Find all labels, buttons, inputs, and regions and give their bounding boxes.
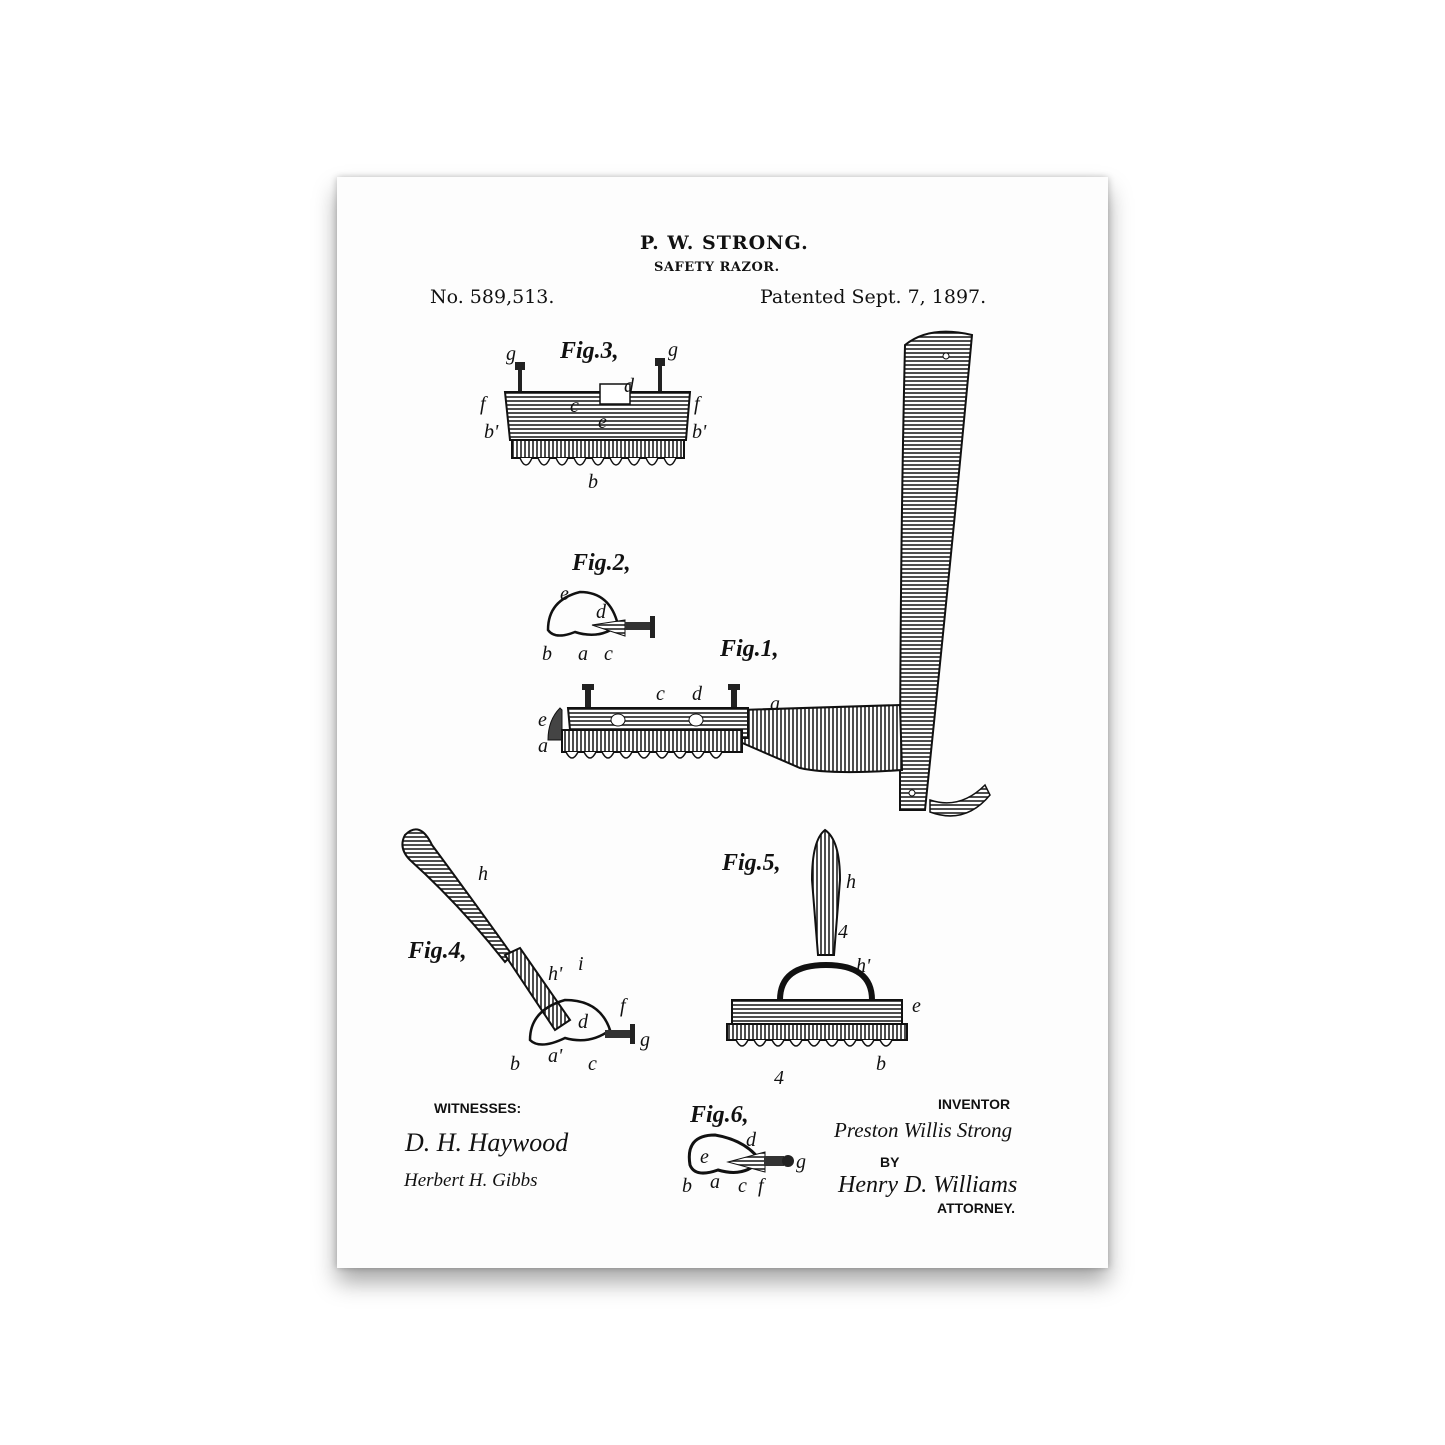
- part-label: d: [692, 683, 703, 705]
- part-label: c: [588, 1053, 597, 1075]
- part-label: e: [538, 709, 547, 731]
- fig2-label: Fig.2,: [571, 550, 631, 576]
- inventor-signature: Preston Willis Strong: [834, 1118, 1013, 1142]
- figure-3: Fig.3, g g d c f f b' b' e b: [480, 338, 707, 493]
- patent-title: SAFETY RAZOR.: [654, 260, 780, 275]
- part-label: a': [548, 1045, 563, 1067]
- by-label: BY: [880, 1154, 900, 1170]
- part-label: g: [506, 343, 516, 365]
- part-label: c: [738, 1175, 747, 1197]
- part-label: 4: [838, 921, 848, 943]
- part-label: c: [570, 395, 579, 417]
- part-label: d: [624, 375, 635, 397]
- part-label: h: [846, 871, 856, 893]
- inventor-heading: P. W. STRONG.: [640, 232, 809, 254]
- part-label: a: [578, 643, 588, 665]
- fig1-label: Fig.1,: [719, 636, 779, 662]
- part-label: e: [700, 1146, 709, 1168]
- part-label: e: [598, 411, 607, 433]
- part-label: a: [770, 693, 780, 715]
- part-label: g: [668, 339, 678, 361]
- part-label: b: [876, 1053, 886, 1075]
- witness-signature-2: Herbert H. Gibbs: [404, 1170, 538, 1191]
- witness-signature-1: D. H. Haywood: [405, 1128, 569, 1157]
- part-label: f: [620, 995, 628, 1017]
- attorney-signature: Henry D. Williams: [838, 1172, 1018, 1198]
- fig5-label: Fig.5,: [721, 850, 781, 876]
- part-label: e: [560, 583, 569, 605]
- part-label: g: [640, 1029, 650, 1051]
- part-label: h': [856, 955, 871, 977]
- figure-2: Fig.2, e d b a c: [542, 550, 655, 665]
- part-label: d: [596, 601, 607, 623]
- figure-5: Fig.5, h 4 h' e b 4: [721, 828, 921, 1089]
- part-label: d: [746, 1129, 757, 1151]
- part-label: b': [692, 421, 707, 443]
- fig3-label: Fig.3,: [559, 338, 619, 364]
- part-label: f: [758, 1175, 766, 1197]
- part-label: f: [480, 393, 488, 415]
- inventor-label: INVENTOR: [938, 1096, 1011, 1112]
- part-label: i: [578, 953, 584, 975]
- part-label: b: [588, 471, 598, 493]
- part-label: h': [548, 963, 563, 985]
- fig6-label: Fig.6,: [689, 1102, 749, 1128]
- attorney-label: ATTORNEY.: [937, 1200, 1016, 1216]
- part-label: b: [510, 1053, 520, 1075]
- part-label: f: [694, 393, 702, 415]
- part-label: a: [538, 735, 548, 757]
- witnesses-label: WITNESSES:: [434, 1100, 522, 1116]
- figure-6: Fig.6, d e g b a c f: [682, 1102, 806, 1197]
- part-label: c: [656, 683, 665, 705]
- part-label: b: [542, 643, 552, 665]
- part-label: h: [478, 863, 488, 885]
- part-label: b: [682, 1175, 692, 1197]
- part-label: d: [578, 1011, 589, 1033]
- part-label: g: [796, 1151, 806, 1173]
- patent-number: No. 589,513.: [430, 286, 555, 308]
- part-label: 4: [774, 1067, 784, 1089]
- fig4-label: Fig.4,: [407, 938, 467, 964]
- part-label: e: [912, 995, 921, 1017]
- part-label: b': [484, 421, 499, 443]
- part-label: c: [604, 643, 613, 665]
- part-label: a: [710, 1171, 720, 1193]
- figure-4: Fig.4, h h' i f d g b a' c: [401, 828, 650, 1075]
- patent-date: Patented Sept. 7, 1897.: [760, 286, 987, 308]
- figure-1: Fig.1, c d a e a: [538, 330, 991, 817]
